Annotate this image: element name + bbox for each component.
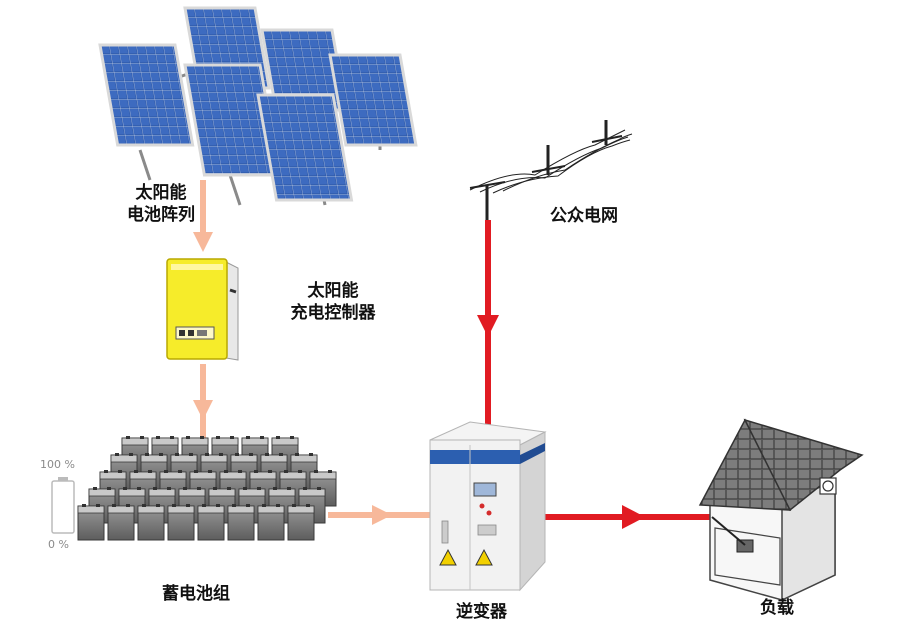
house-icon <box>698 418 864 602</box>
dc-flow-lines <box>193 180 430 525</box>
battery-bank-label: 蓄电池组 <box>162 584 230 604</box>
battery-cell <box>167 504 195 541</box>
battery-cell <box>107 504 135 541</box>
grid-label: 公众电网 <box>550 206 618 226</box>
solar-array-label-line1: 太阳能 <box>135 183 187 203</box>
battery-gauge-full-label: 100 % <box>40 458 75 471</box>
charge-controller-label-line2: 充电控制器 <box>290 303 376 323</box>
battery-cell <box>197 504 225 541</box>
charge-controller-label: 太阳能 充电控制器 <box>278 280 388 324</box>
battery-icon <box>77 436 337 541</box>
battery-gauge-empty-label: 0 % <box>48 538 69 551</box>
solar-array-label-line2: 电池阵列 <box>127 205 195 225</box>
ac-flow-lines <box>477 220 712 529</box>
flow-arrow-grid-to-inverter <box>477 220 499 425</box>
inverter-icon <box>429 421 547 592</box>
load-label: 负载 <box>760 598 794 618</box>
solar-panel-icon <box>98 6 418 206</box>
solar-array-label: 太阳能 电池阵列 <box>116 182 206 226</box>
flow-arrow-array-to-controller <box>193 180 213 252</box>
flow-arrow-inverter-to-load <box>545 505 712 529</box>
battery-cell <box>257 504 285 541</box>
battery-cell <box>137 504 165 541</box>
charge-controller-label-line1: 太阳能 <box>307 281 359 301</box>
power-line-icon <box>469 120 633 220</box>
charge-controller-icon <box>166 258 239 361</box>
flow-arrow-controller-to-battery <box>193 364 213 448</box>
battery-cell <box>227 504 255 541</box>
battery-cell <box>77 504 105 541</box>
battery-level-gauge <box>51 477 75 534</box>
inverter-label: 逆变器 <box>456 602 507 622</box>
battery-cell <box>287 504 315 541</box>
flow-arrow-battery-to-inverter <box>328 505 430 525</box>
